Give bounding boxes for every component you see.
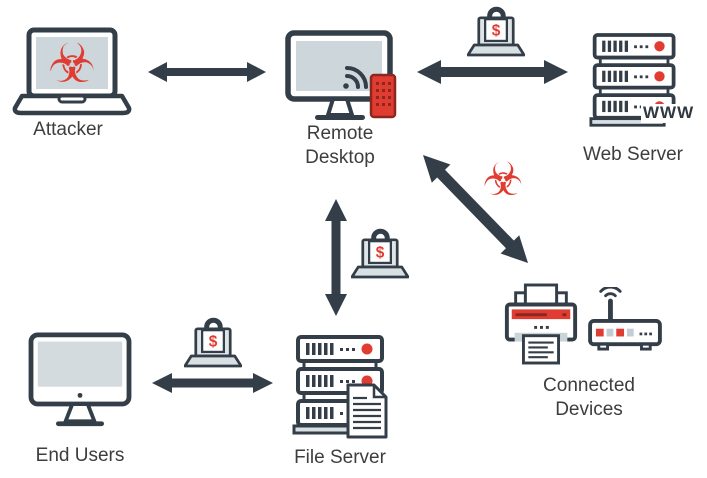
- wifi-icon: [345, 66, 368, 89]
- arrow-remote-desktop-file-server: [325, 199, 347, 316]
- www-label: WWW: [641, 103, 697, 123]
- router-icon: [588, 287, 662, 351]
- ransomware-lock-icon: $: [184, 317, 242, 368]
- dollar-sign: $: [376, 244, 385, 261]
- wifi-icon: [599, 287, 622, 298]
- dollar-sign: $: [209, 333, 218, 350]
- arrow-remote-desktop-web-server: [417, 60, 568, 84]
- end-users-computer-icon: [28, 332, 132, 427]
- remote-control-icon: [369, 73, 397, 119]
- attacker-laptop-icon: ☣: [12, 27, 132, 116]
- server-unit: [592, 63, 676, 90]
- arrow-attacker-remote-desktop: [148, 62, 266, 82]
- attacker-label: Attacker: [33, 119, 103, 140]
- server-unit: [592, 33, 676, 60]
- ransomware-lock-icon: $: [351, 228, 409, 279]
- document-icon: [346, 383, 388, 439]
- biohazard-icon: ☣: [48, 32, 96, 95]
- remote-desktop-label: Remote Desktop: [305, 123, 375, 168]
- file-server-stack-icon: [292, 335, 388, 439]
- arrow-remote-desktop-connected-devices: [423, 155, 528, 263]
- file-server-label: File Server: [294, 447, 386, 468]
- printer-icon: [504, 283, 578, 365]
- remote-desktop-monitor-icon: [285, 30, 397, 120]
- ransomware-lock-icon: $: [467, 6, 525, 57]
- biohazard-icon: ☣: [482, 152, 524, 206]
- web-server-label: Web Server: [583, 144, 683, 165]
- connected-devices-label: Connected Devices: [543, 375, 635, 420]
- dollar-sign: $: [492, 22, 501, 39]
- server-unit: [296, 335, 384, 363]
- end-users-label: End Users: [35, 445, 125, 466]
- arrow-end-users-file-server: [152, 373, 273, 393]
